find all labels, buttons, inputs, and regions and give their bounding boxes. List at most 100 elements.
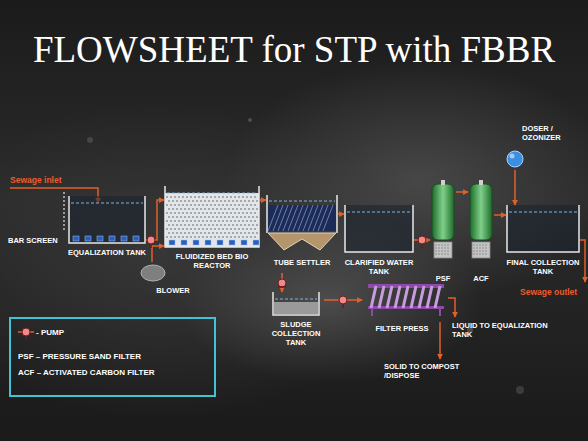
media-bead: [182, 204, 184, 206]
tube-hatch: [323, 205, 333, 231]
media-bead: [194, 196, 196, 198]
media-bead: [206, 212, 208, 214]
media-bead: [202, 212, 204, 214]
media-bead: [200, 208, 202, 210]
media-bead: [254, 228, 256, 230]
tube-hatch: [303, 205, 313, 231]
filter-plate: [395, 286, 400, 308]
media-bead: [170, 228, 172, 230]
media-bead: [204, 208, 206, 210]
media-bead: [222, 204, 224, 206]
ts-graphic: [266, 195, 338, 251]
media-bead: [172, 200, 174, 202]
media-bead: [230, 196, 232, 198]
tube-hatch: [298, 205, 308, 231]
media-bead: [246, 212, 248, 214]
tube-hatch: [278, 205, 288, 231]
media-bead: [166, 236, 168, 238]
media-bead: [186, 220, 188, 222]
tank-wall: [273, 292, 319, 315]
media-bead: [242, 204, 244, 206]
media-bead: [178, 196, 180, 198]
air-diffuser: [169, 240, 175, 245]
media-bead: [218, 212, 220, 214]
flow-pipe: [146, 200, 164, 240]
media-bead: [166, 204, 168, 206]
media-bead: [186, 204, 188, 206]
press-leg: [371, 309, 373, 316]
media-bead: [242, 212, 244, 214]
media-bead: [226, 220, 228, 222]
water-level: [71, 203, 143, 204]
media-bead: [248, 216, 250, 218]
filter-plate: [403, 286, 408, 308]
media-bead: [208, 232, 210, 234]
doser-ball: [507, 151, 523, 167]
media-bead: [242, 228, 244, 230]
media-bead: [180, 216, 182, 218]
media-bead: [254, 196, 256, 198]
media-bead: [232, 224, 234, 226]
media-bead: [218, 228, 220, 230]
water-level: [167, 193, 257, 194]
media-bead: [228, 224, 230, 226]
media-bead: [180, 224, 182, 226]
vessel-nozzle: [479, 180, 483, 185]
media-bead: [210, 212, 212, 214]
media-bead: [212, 208, 214, 210]
vessel-nozzle: [441, 180, 445, 185]
media-bead: [238, 236, 240, 238]
media-bead: [230, 204, 232, 206]
media-bead: [180, 232, 182, 234]
media-bead: [178, 204, 180, 206]
base-gravel: [438, 247, 439, 248]
media-bead: [224, 216, 226, 218]
media-bead: [240, 224, 242, 226]
media-bead: [212, 216, 214, 218]
media-bead: [194, 204, 196, 206]
media-bead: [194, 212, 196, 214]
media-bead: [190, 204, 192, 206]
tube-media: [268, 205, 336, 231]
media-bead: [244, 208, 246, 210]
media-bead: [256, 224, 258, 226]
pump-body: [22, 328, 30, 336]
media-bead: [222, 228, 224, 230]
flow-pipe: [414, 239, 430, 241]
media-bead: [234, 220, 236, 222]
media-bead: [178, 228, 180, 230]
media-bead: [214, 228, 216, 230]
media-bead: [252, 208, 254, 210]
media-bead: [218, 204, 220, 206]
media-bead: [204, 216, 206, 218]
media-bead: [246, 196, 248, 198]
media-bead: [256, 232, 258, 234]
base-gravel: [444, 253, 445, 254]
media-bead: [194, 228, 196, 230]
media-bead: [244, 224, 246, 226]
tube-hatch: [273, 205, 283, 231]
media-bead: [198, 236, 200, 238]
air-diffuser: [121, 236, 127, 241]
pump-symbol: [278, 279, 286, 287]
media-bead: [190, 212, 192, 214]
media-bead: [224, 200, 226, 202]
media-bead: [192, 216, 194, 218]
water-level: [347, 212, 411, 213]
media-bead: [188, 200, 190, 202]
air-diffuser: [73, 236, 79, 241]
media-bead: [252, 224, 254, 226]
media-bead: [192, 200, 194, 202]
media-bead: [230, 228, 232, 230]
tube-hatch: [318, 205, 328, 231]
media-bead: [238, 204, 240, 206]
media-bead: [220, 224, 222, 226]
media-bead: [182, 236, 184, 238]
sludge-graphic: [272, 292, 320, 316]
base-gravel: [473, 253, 474, 254]
media-bead: [222, 220, 224, 222]
media-bead: [206, 220, 208, 222]
base-gravel: [485, 247, 486, 248]
media-bead: [192, 224, 194, 226]
media-bead: [218, 220, 220, 222]
